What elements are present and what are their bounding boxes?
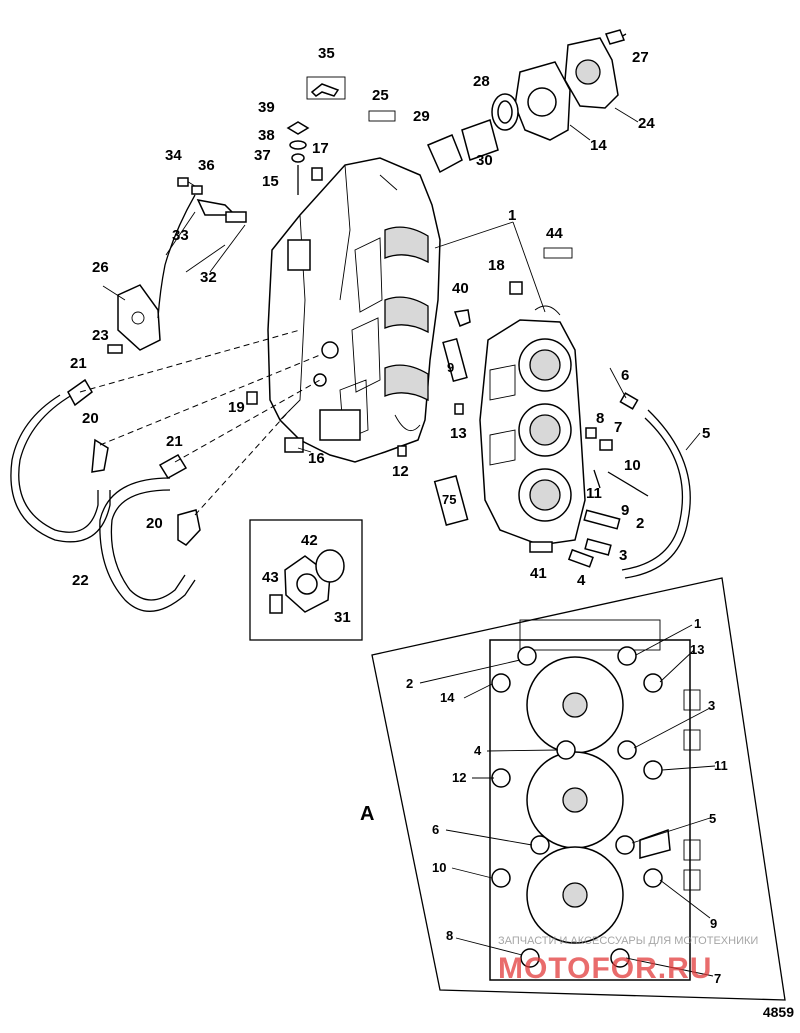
seq-label-10: 10 [432,860,446,875]
seq-label-2: 2 [406,676,413,691]
seq-label-11: 11 [714,758,728,773]
label-38: 35 [318,45,335,62]
label-30: 32 [200,269,217,286]
detail-a-view [371,577,786,1001]
label-9-tube: 9 [447,360,454,375]
label-27: 29 [413,108,430,125]
label-37: 40 [452,280,469,297]
label-12: 12 [392,463,409,480]
label-42: 43 [262,569,279,586]
label-5: 5 [702,425,710,442]
seq-label-7: 7 [714,971,721,986]
label-29: 28 [473,73,490,90]
seq-label-12: 12 [452,770,466,785]
label-3: 3 [619,547,627,564]
label-22: 24 [638,115,655,132]
label-7: 7 [614,419,622,436]
label-10: 10 [624,457,641,474]
seq-label-1: 1 [694,616,701,631]
hoses-and-fittings [10,329,321,613]
seq-label-3: 3 [708,698,715,713]
label-14: 14 [590,137,607,154]
label-8: 8 [596,410,604,427]
seq-label-5: 5 [709,811,716,826]
diagram-id-number: 4859 [762,1004,794,1020]
seq-label-6: 6 [432,822,439,837]
label-26: 27 [632,49,649,66]
label-4: 4 [577,572,586,589]
label-75: 75 [442,492,456,507]
small-parts [107,29,649,568]
label-23: 26 [92,259,109,276]
label-44: 44 [546,225,563,242]
label-43: 22 [72,572,89,589]
cylinder-block [267,157,441,463]
label-33: 36 [198,157,215,174]
label-20a: 20 [82,410,99,427]
label-35: 38 [258,127,275,144]
label-6: 6 [621,367,629,384]
leader-lines [102,107,716,977]
watermark-tagline: ЗАПЧАСТИ И АКСЕССУАРЫ ДЛЯ МОТОТЕХНИКИ [498,935,758,947]
label-17: 17 [312,140,329,157]
seq-label-14: 14 [440,690,455,705]
label-25: 25 [372,87,389,104]
detail-a-label: A [360,803,374,825]
label-19: 19 [228,399,245,416]
label-40: 31 [334,609,351,626]
cover-inset [249,519,363,641]
label-21b: 21 [166,433,183,450]
label-18: 18 [488,257,505,274]
seq-label-4: 4 [474,743,482,758]
label-9: 9 [621,502,629,519]
label-21a: 21 [70,355,87,372]
label-31: 33 [172,227,189,244]
tube-5 [624,409,691,579]
label-34: 37 [254,147,271,164]
label-2: 2 [636,515,644,532]
label-39: 41 [530,565,547,582]
part-labels: 35 25 28 27 24 14 29 30 39 38 37 17 15 3… [70,45,710,626]
watermark-brand: MOTOFOR.RU [498,952,712,985]
label-1: 1 [508,207,516,224]
label-13: 13 [450,425,467,442]
label-20b: 20 [146,515,163,532]
label-28: 30 [476,152,493,169]
torque-sequence-labels: 1 2 3 4 5 6 7 8 9 10 11 12 13 14 A [360,616,728,986]
seq-label-9: 9 [710,916,717,931]
label-36: 39 [258,99,275,116]
label-41: 42 [301,532,318,549]
label-15: 15 [262,173,279,190]
label-32: 34 [165,147,182,164]
label-24: 23 [92,327,109,344]
seq-label-13: 13 [690,642,704,657]
watermark: ЗАПЧАСТИ И АКСЕССУАРЫ ДЛЯ МОТОТЕХНИКИ MO… [498,935,758,985]
label-11: 11 [586,485,602,502]
gasket-and-sender [117,177,247,351]
thermostat-group [427,33,627,174]
label-16: 16 [308,450,325,467]
head-bolts [491,646,663,968]
cylinder-head [479,305,586,546]
seq-label-8: 8 [446,928,453,943]
